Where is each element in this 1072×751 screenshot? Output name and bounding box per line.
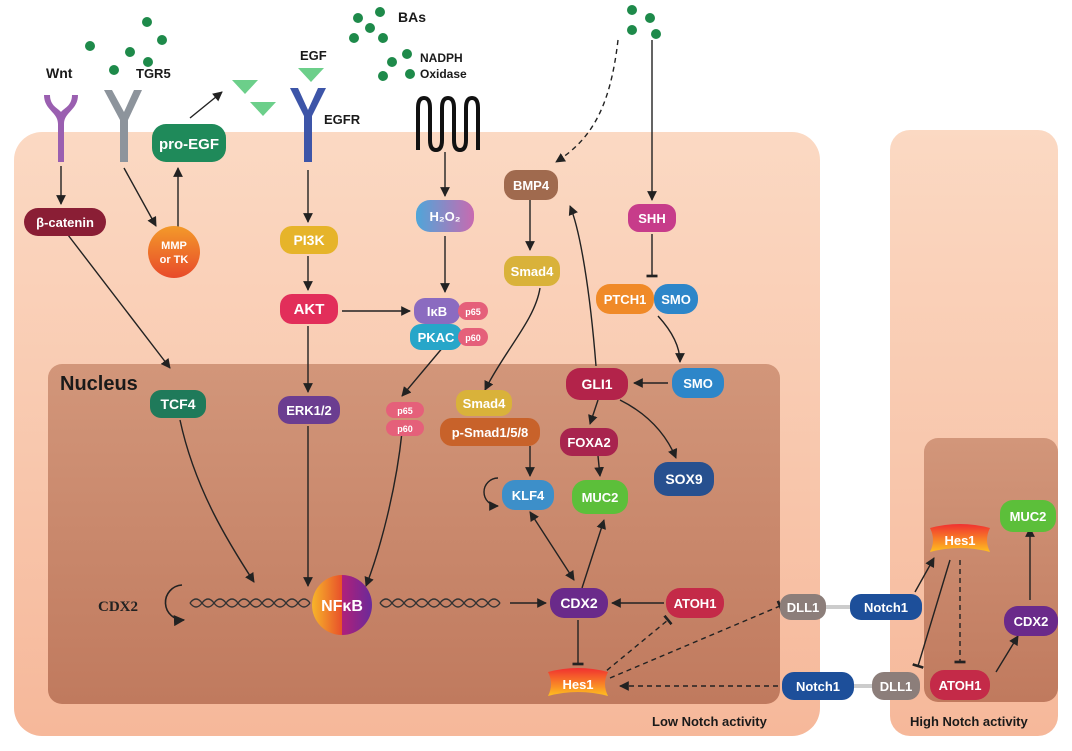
node-atoh1-right: ATOH1	[930, 670, 990, 700]
nucleus-label: Nucleus	[60, 373, 138, 395]
tcf4-label: TCF4	[161, 396, 196, 412]
low-notch-label: Low Notch activity	[652, 714, 768, 729]
p65-label: p65	[465, 307, 481, 317]
wnt-label: Wnt	[46, 65, 73, 81]
node-muc2-right: MUC2	[1000, 500, 1056, 532]
dna-helix	[189, 598, 501, 608]
pkac-label: PKAC	[418, 330, 455, 345]
gli1-label: GLI1	[581, 376, 612, 392]
node-hes1: Hes1	[548, 668, 608, 696]
pro-egf-label: pro-EGF	[159, 136, 219, 153]
erk-label: ERK1/2	[286, 403, 332, 418]
nadph-oxidase	[416, 95, 480, 153]
p60n-label: p60	[397, 424, 413, 434]
node-ptch1-smo: PTCH1 SMO	[596, 284, 698, 314]
or-tk-label: or TK	[160, 254, 189, 266]
node-erk: ERK1/2	[278, 396, 340, 424]
ptch1-label: PTCH1	[604, 292, 647, 307]
node-akt: AKT	[280, 294, 338, 324]
tgr5-receptor	[104, 90, 142, 162]
smo-label: SMO	[661, 292, 691, 307]
psmad-label: p-Smad1/5/8	[452, 425, 529, 440]
atoh1-label: ATOH1	[674, 596, 717, 611]
node-sox9: SOX9	[654, 462, 714, 496]
notch1-label: Notch1	[864, 600, 908, 615]
sox9-label: SOX9	[665, 471, 703, 487]
foxa2-label: FOXA2	[567, 435, 610, 450]
pi3k-label: PI3K	[293, 232, 324, 248]
node-notch1-dll1: Notch1 DLL1	[782, 672, 920, 700]
muc2-label: MUC2	[582, 490, 619, 505]
dll1-label: DLL1	[787, 600, 820, 615]
node-cdx2: CDX2	[550, 588, 608, 618]
node-atoh1: ATOH1	[666, 588, 724, 618]
egf-label: EGF	[300, 48, 327, 63]
nfkb-label: NFκB	[321, 598, 363, 615]
cdx2-label: CDX2	[560, 595, 598, 611]
node-nfkb: NFκB	[312, 575, 372, 635]
node-dll1-notch1: DLL1 Notch1	[780, 594, 922, 620]
smad4-label: Smad4	[511, 264, 554, 279]
egf-ligand	[232, 68, 324, 116]
node-smad4-psmad: Smad4 p-Smad1/5/8	[440, 390, 540, 446]
node-tcf4: TCF4	[150, 390, 206, 418]
mmp-label: MMP	[161, 240, 187, 252]
node-p65-p60-nuclear: p65 p60	[386, 402, 424, 436]
bmp4-label: BMP4	[513, 178, 550, 193]
ikb-label: IκB	[427, 304, 447, 319]
node-klf4: KLF4	[502, 480, 554, 510]
oxidase-label: Oxidase	[420, 67, 467, 81]
node-foxa2: FOXA2	[560, 428, 618, 456]
h2o2-label: H₂O₂	[429, 209, 460, 224]
node-shh: SHH	[628, 204, 676, 232]
node-smo-nuclear: SMO	[672, 368, 724, 398]
node-hes1-right: Hes1	[930, 524, 990, 552]
klf4-label: KLF4	[512, 488, 545, 503]
p60-label: p60	[465, 333, 481, 343]
node-bmp4: BMP4	[504, 170, 558, 200]
node-muc2: MUC2	[572, 480, 628, 514]
nadph-label: NADPH	[420, 51, 463, 65]
node-ikb: IκB p65	[414, 298, 488, 324]
p65n-label: p65	[397, 406, 413, 416]
egfr-receptor	[290, 88, 326, 162]
hes1-label: Hes1	[562, 677, 593, 692]
smon-label: SMO	[683, 376, 713, 391]
dll1b-label: DLL1	[880, 679, 913, 694]
cdx2r-label: CDX2	[1014, 614, 1049, 629]
notch1b-label: Notch1	[796, 679, 840, 694]
wnt-receptor	[44, 95, 78, 162]
bas-label: BAs	[398, 9, 426, 25]
beta-catenin-label: β-catenin	[36, 215, 94, 230]
shh-label: SHH	[638, 211, 665, 226]
node-smad4: Smad4	[504, 256, 560, 286]
node-gli1: GLI1	[566, 368, 628, 400]
nucleus-region-right	[924, 438, 1058, 702]
node-pkac: PKAC p60	[410, 324, 488, 350]
node-cdx2-right: CDX2	[1004, 606, 1058, 636]
tgr5-label: TGR5	[136, 66, 171, 81]
node-h2o2: H₂O₂	[416, 200, 474, 232]
egfr-label: EGFR	[324, 112, 361, 127]
high-notch-label: High Notch activity	[910, 714, 1029, 729]
dashed-edges	[555, 39, 966, 691]
atoh1r-label: ATOH1	[939, 678, 982, 693]
node-beta-catenin: β-catenin	[24, 208, 106, 236]
akt-label: AKT	[294, 301, 325, 318]
muc2r-label: MUC2	[1010, 509, 1047, 524]
cdx2-gene-label: CDX2	[98, 599, 138, 615]
node-pro-egf: pro-EGF	[152, 124, 226, 162]
cdx2-gene-loop	[164, 584, 186, 627]
node-pi3k: PI3K	[280, 226, 338, 254]
smad4n-label: Smad4	[463, 396, 506, 411]
ligand-dots	[85, 5, 661, 81]
hes1r-label: Hes1	[944, 533, 975, 548]
pathway-edges	[56, 40, 1035, 673]
node-mmp-tk: MMP or TK	[148, 226, 200, 278]
